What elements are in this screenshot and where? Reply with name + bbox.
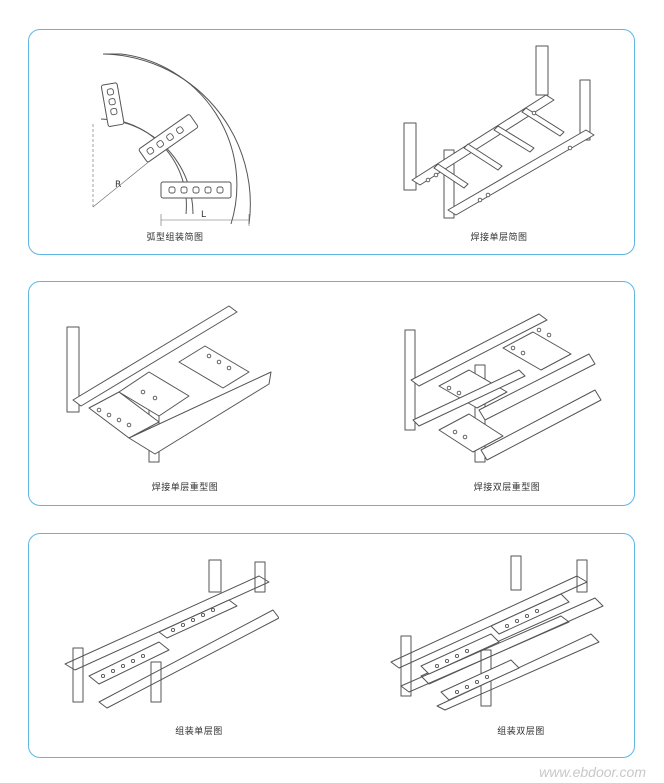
assembled-single-drawing	[64, 559, 279, 709]
arc-assembly-figure: R L	[81, 44, 261, 229]
panel-row-1: R L 弧型组装简图 焊接单层	[28, 29, 635, 255]
welded-double-heavy-figure	[399, 290, 619, 475]
caption-welded-double-heavy: 焊接双层重型图	[473, 483, 541, 493]
caption-welded-single: 焊接单层简图	[470, 233, 528, 243]
assembled-double-figure	[381, 546, 611, 711]
caption-assembled-double: 组装双层图	[497, 727, 545, 737]
welded-single-drawing	[403, 45, 595, 219]
caption-assembled-single: 组装单层图	[175, 727, 223, 737]
watermark-text: www.ebdoor.com	[539, 764, 646, 780]
assembled-single-figure	[59, 552, 279, 712]
welded-single-figure	[394, 40, 604, 225]
caption-arc-assembly: 弧型组装简图	[146, 233, 204, 243]
panel-row-2: 焊接单层重型图 焊接双层重型图	[28, 281, 635, 506]
welded-single-heavy-drawing	[66, 305, 272, 463]
assembled-double-drawing	[390, 555, 604, 711]
caption-welded-single-heavy: 焊接单层重型图	[151, 483, 219, 493]
radius-label: R	[115, 180, 121, 190]
welded-single-heavy-figure	[59, 292, 279, 472]
welded-double-heavy-drawing	[404, 313, 602, 463]
panel-row-3: 组装单层图 组装双层图	[28, 533, 635, 758]
arc-tray-drawing: R L	[92, 53, 251, 226]
length-label: L	[201, 210, 206, 220]
